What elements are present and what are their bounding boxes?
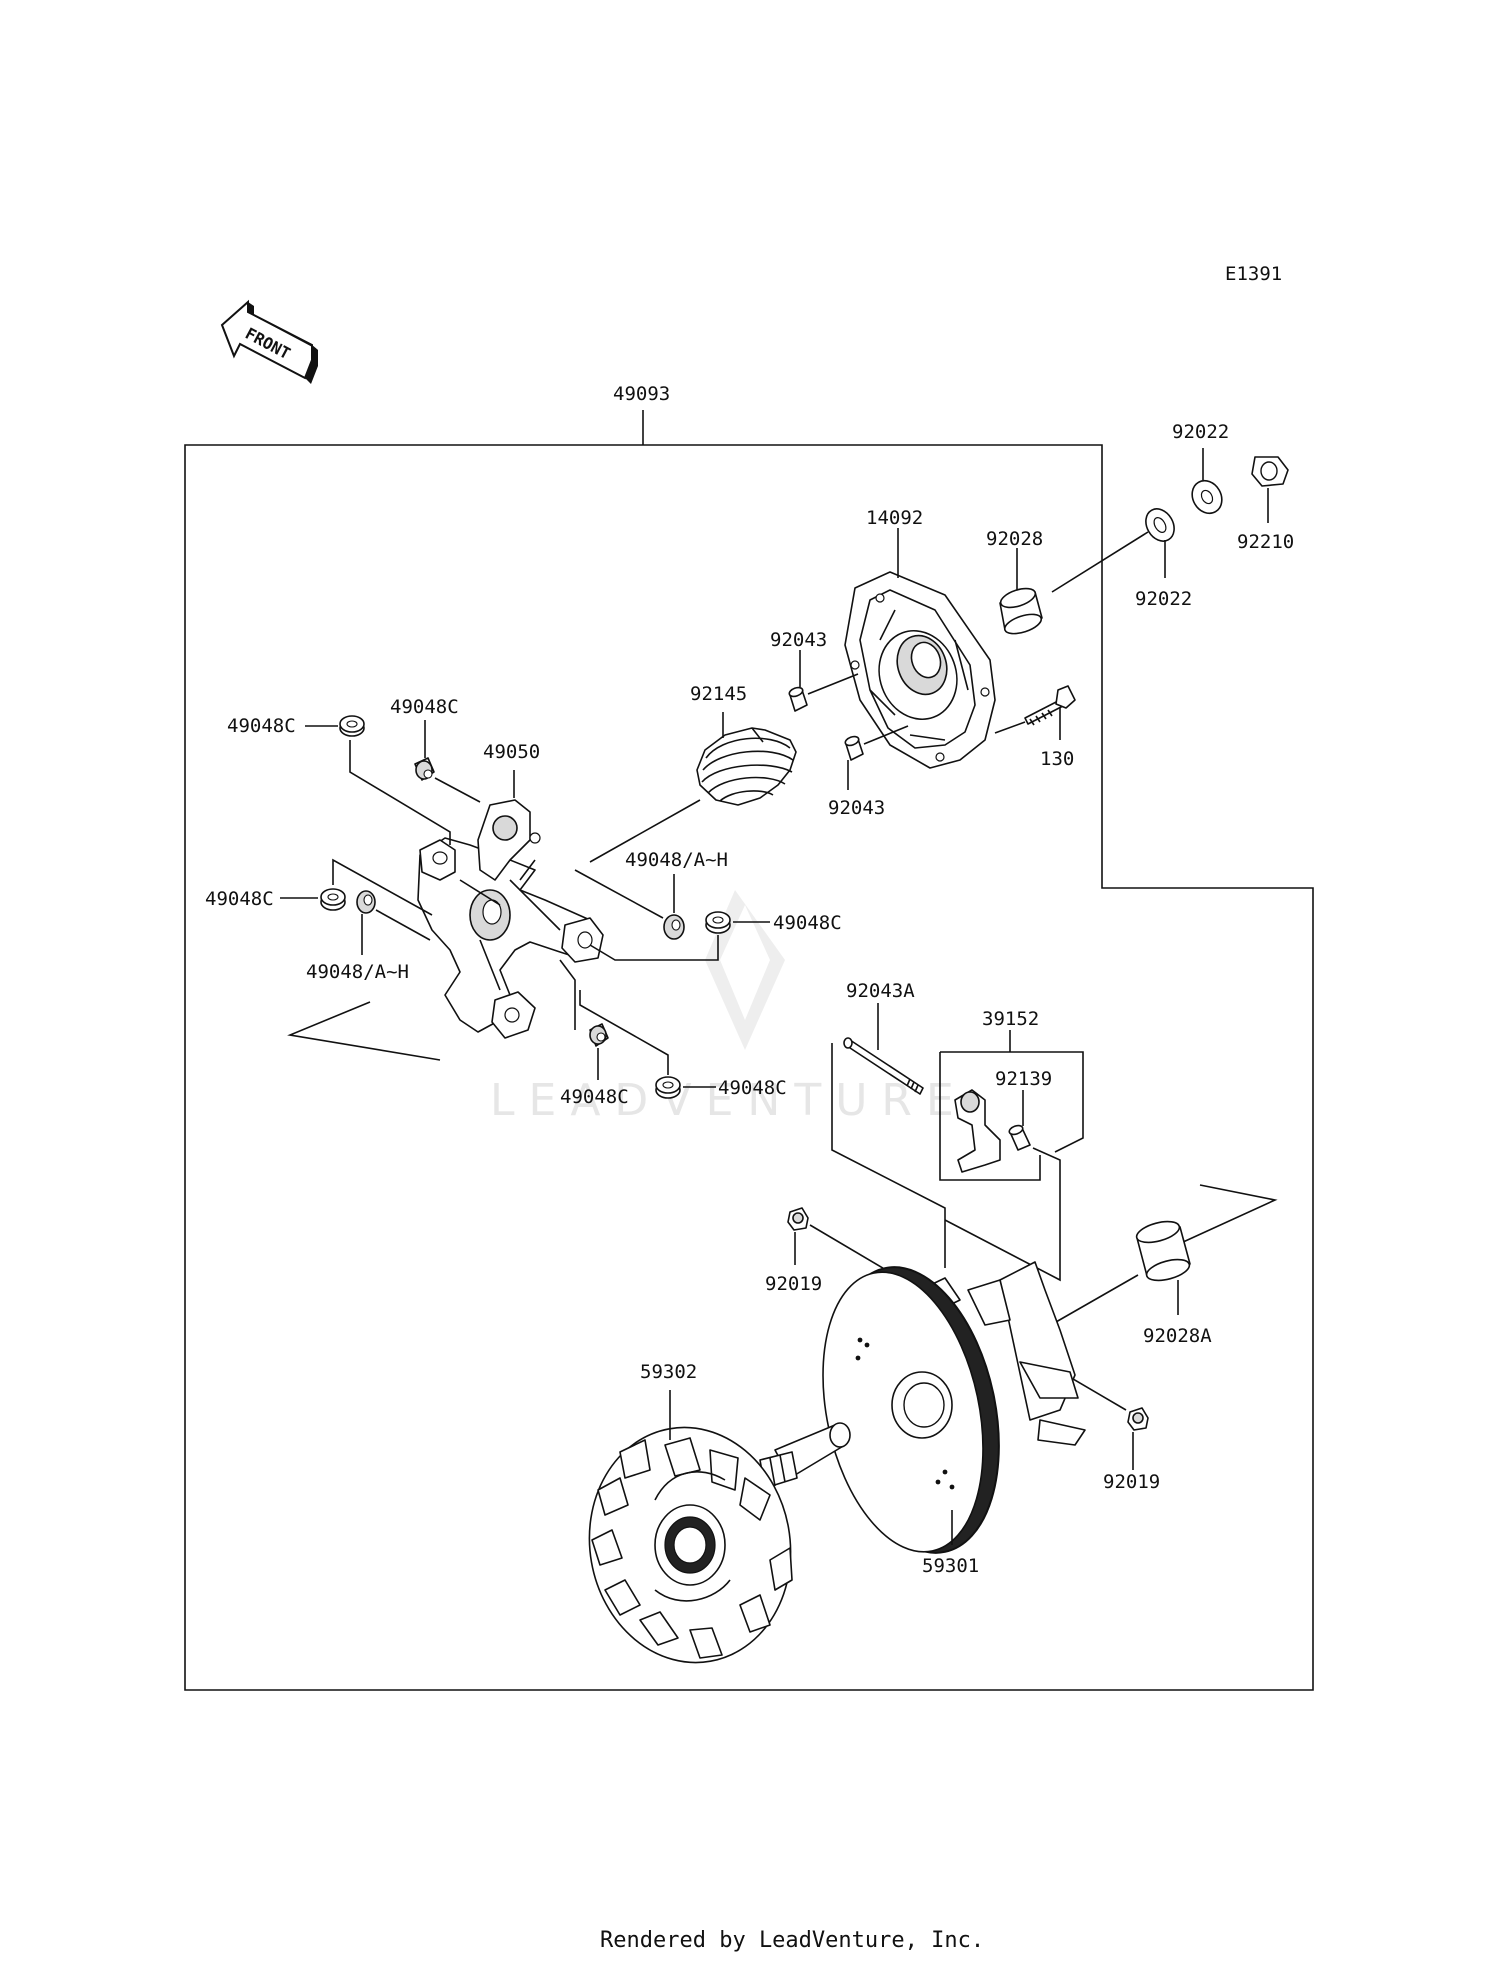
label-92139: 92139 [995, 1068, 1052, 1090]
label-49048c-mid-left: 49048C [205, 888, 274, 910]
bushing-92028a[interactable] [1134, 1218, 1191, 1285]
label-92019-right: 92019 [1103, 1471, 1160, 1493]
label-92022-upper: 92022 [1172, 421, 1229, 443]
weight-pin-92139[interactable] [1008, 1124, 1031, 1151]
pin-92043a[interactable] [843, 1037, 924, 1095]
label-49048c-bottom-right: 49048C [718, 1077, 787, 1099]
label-59302: 59302 [640, 1361, 697, 1383]
washer-92022-lower[interactable] [1140, 504, 1180, 546]
roller-49048c-top[interactable] [414, 757, 435, 781]
nut-92019-right[interactable] [1127, 1407, 1149, 1431]
cover-14092[interactable] [844, 571, 996, 769]
shim-49048-right[interactable] [663, 914, 685, 940]
nut-92019-left[interactable] [787, 1207, 809, 1231]
label-92043-lower: 92043 [828, 797, 885, 819]
label-49048-right: 49048/A~H [625, 849, 728, 871]
front-arrow-icon: FRONT [220, 299, 318, 384]
label-49048-left: 49048/A~H [306, 961, 409, 983]
label-49048c-top: 49048C [390, 696, 459, 718]
nut-92210[interactable] [1251, 456, 1289, 487]
dowel-92043-lower[interactable] [844, 735, 864, 761]
footer-credit: Rendered by LeadVenture, Inc. [600, 1928, 984, 1953]
weight-arm[interactable] [954, 1089, 1001, 1173]
roller-49048c-mid-left[interactable] [320, 888, 346, 911]
roller-49048c-bottom-right[interactable] [655, 1076, 681, 1099]
roller-49048c-top-left[interactable] [339, 715, 365, 737]
fixed-sheave-59302[interactable] [571, 1411, 851, 1678]
washer-92022-upper[interactable] [1186, 475, 1227, 518]
label-92145: 92145 [690, 683, 747, 705]
label-39152: 39152 [982, 1008, 1039, 1030]
shim-49048-left[interactable] [356, 890, 376, 914]
label-92022-lower: 92022 [1135, 588, 1192, 610]
bolt-130[interactable] [1024, 685, 1076, 726]
label-49093: 49093 [613, 383, 670, 405]
label-49048c-mid-right: 49048C [773, 912, 842, 934]
watermark-text: LEADVENTURE [490, 1075, 968, 1126]
label-49048c-top-left: 49048C [227, 715, 296, 737]
movable-sheave-59301[interactable] [799, 1252, 1086, 1569]
assembly-outline: 49093 [184, 383, 1314, 1691]
weight-kit-39152: 39152 [939, 1008, 1084, 1181]
roller-49048c-mid-right[interactable] [705, 911, 731, 934]
label-92210: 92210 [1237, 531, 1294, 553]
label-49048c-bottom-left: 49048C [560, 1086, 629, 1108]
label-14092: 14092 [866, 507, 923, 529]
roller-49048c-bottom-left[interactable] [589, 1023, 609, 1047]
label-92019-left: 92019 [765, 1273, 822, 1295]
spider-49050[interactable] [417, 799, 604, 1039]
label-130: 130 [1040, 748, 1074, 770]
dowel-92043-upper[interactable] [788, 686, 808, 712]
label-92028a: 92028A [1143, 1325, 1212, 1347]
label-49050: 49050 [483, 741, 540, 763]
label-59301: 59301 [922, 1555, 979, 1577]
label-92043-upper: 92043 [770, 629, 827, 651]
bushing-92028[interactable] [998, 585, 1043, 638]
spring-92145[interactable] [696, 727, 797, 806]
diagram-code: E1391 [1225, 263, 1282, 285]
label-92043a: 92043A [846, 980, 915, 1002]
label-92028: 92028 [986, 528, 1043, 550]
